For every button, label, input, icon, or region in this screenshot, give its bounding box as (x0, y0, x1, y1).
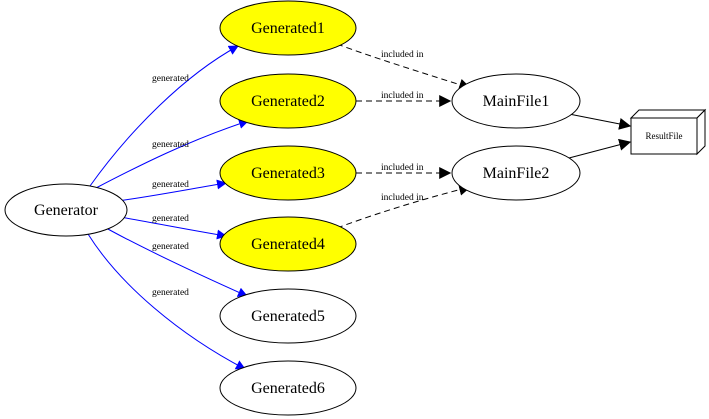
edge-label-generated5: generated (152, 242, 189, 252)
node-label-resultfile: ResultFile (645, 131, 682, 141)
result-edges (568, 113, 632, 159)
edge-generator-generated3 (117, 179, 227, 202)
edge-generator-generated2 (95, 119, 249, 189)
edge-mainfile1-resultfile (568, 113, 632, 130)
edge-label-generated6: generated (152, 288, 189, 298)
node-label-generated3: Generated3 (251, 165, 325, 182)
node-generated2[interactable]: Generated2 (219, 73, 357, 129)
edge-label-generated3: generated (152, 180, 189, 190)
edge-label-included3: included in (381, 163, 424, 173)
edge-generated1-mainfile1 (336, 43, 472, 91)
generated-edge-labels: generated generated generated generated … (152, 74, 189, 298)
included-in-edge-labels: included in included in included in incl… (381, 50, 424, 203)
edge-generator-generated1 (89, 45, 239, 187)
edge-mainfile2-resultfile (568, 138, 632, 159)
node-generated5[interactable]: Generated5 (219, 288, 357, 344)
node-label-mainfile1: MainFile1 (483, 93, 550, 110)
generated-edges (87, 45, 249, 370)
node-generated1[interactable]: Generated1 (219, 0, 357, 56)
edge-label-included4: included in (381, 193, 424, 203)
node-label-generated5: Generated5 (251, 308, 325, 325)
node-mainfile2[interactable]: MainFile2 (451, 145, 581, 201)
node-label-generated2: Generated2 (251, 93, 325, 110)
node-mainfile1[interactable]: MainFile1 (451, 73, 581, 129)
included-in-edges (336, 43, 472, 229)
node-label-mainfile2: MainFile2 (483, 165, 550, 182)
edge-label-included1: included in (381, 50, 424, 60)
node-label-generator: Generator (34, 202, 99, 219)
edge-generator-generated5 (105, 227, 248, 297)
edge-generator-generated6 (87, 233, 246, 370)
node-label-generated4: Generated4 (251, 236, 325, 253)
node-generator[interactable]: Generator (4, 183, 128, 237)
edge-label-included2: included in (381, 91, 424, 101)
node-generated3[interactable]: Generated3 (219, 145, 357, 201)
edge-label-generated1: generated (152, 74, 189, 84)
node-label-generated6: Generated6 (251, 380, 325, 397)
node-generated4[interactable]: Generated4 (219, 216, 357, 272)
edge-label-generated4: generated (152, 214, 189, 224)
edge-label-generated2: generated (152, 140, 189, 150)
node-label-generated1: Generated1 (251, 20, 325, 37)
edge-generated4-mainfile2 (336, 183, 472, 229)
node-generated6[interactable]: Generated6 (219, 360, 357, 416)
node-resultfile[interactable]: ResultFile (629, 108, 707, 156)
edge-generator-generated4 (119, 216, 227, 240)
